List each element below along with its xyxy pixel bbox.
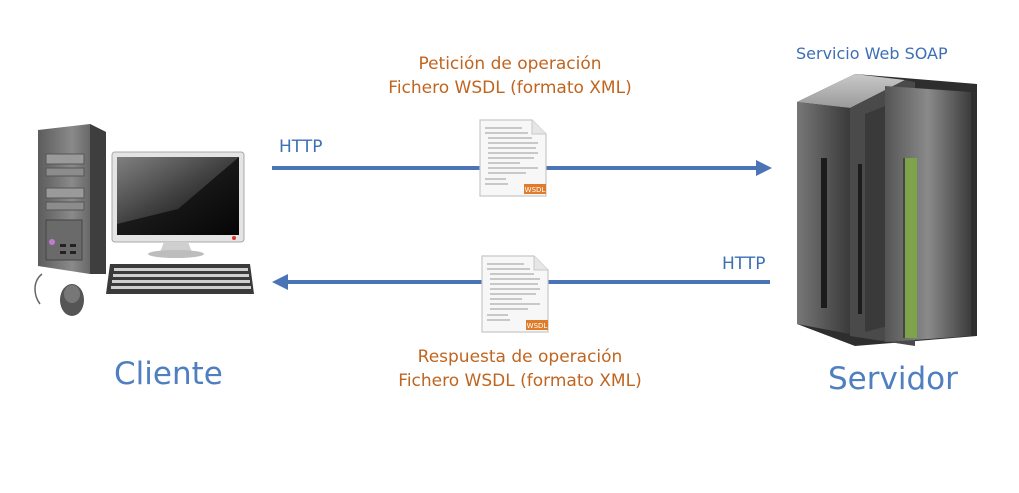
server-label: Servidor xyxy=(828,361,958,397)
server-title: Servicio Web SOAP xyxy=(796,44,948,63)
wsdl-document-icon: WSDL xyxy=(481,255,549,333)
client-computer-icon xyxy=(34,124,254,316)
response-protocol: HTTP xyxy=(722,254,766,274)
request-label-line1: Petición de operación xyxy=(418,54,602,74)
request-protocol: HTTP xyxy=(279,137,323,157)
server-icon xyxy=(797,74,977,346)
wsdl-badge: WSDL xyxy=(525,186,546,194)
keyboard xyxy=(106,264,254,294)
monitor xyxy=(111,151,245,258)
response-label: Respuesta de operación Fichero WSDL (for… xyxy=(370,345,670,393)
pc-tower xyxy=(38,124,106,274)
request-label-line2: Fichero WSDL (formato XML) xyxy=(388,78,632,98)
request-label: Petición de operación Fichero WSDL (form… xyxy=(360,52,660,100)
mouse xyxy=(34,273,84,316)
wsdl-document-icon: WSDL xyxy=(479,119,547,197)
response-label-line2: Fichero WSDL (formato XML) xyxy=(398,371,642,391)
wsdl-badge: WSDL xyxy=(527,322,548,330)
client-label: Cliente xyxy=(114,356,223,392)
response-label-line1: Respuesta de operación xyxy=(417,347,623,367)
